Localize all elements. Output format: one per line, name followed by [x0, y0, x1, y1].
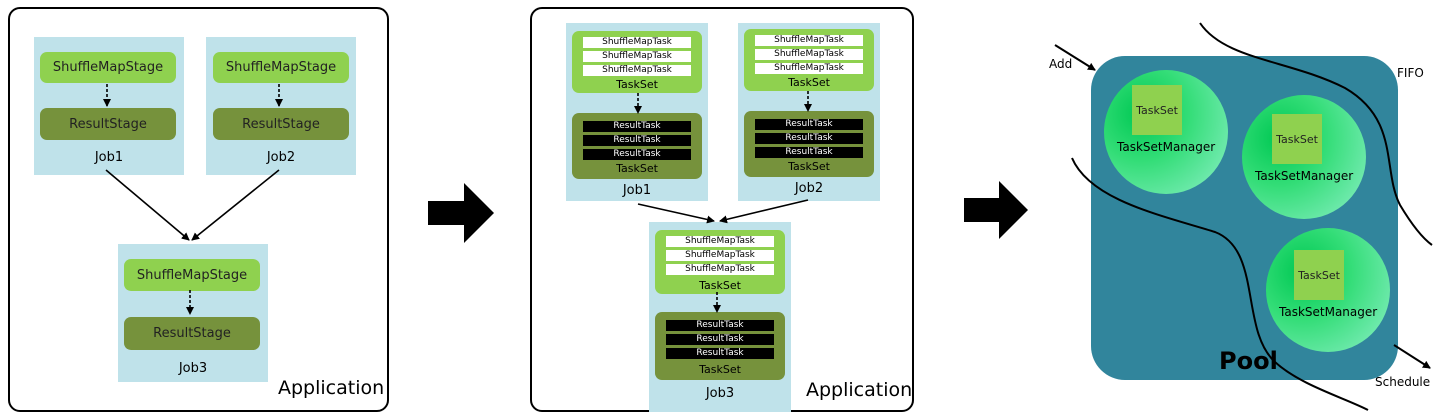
- job3-shuffle-map-stage: ShuffleMapStage: [124, 259, 260, 291]
- fifo-label: FIFO: [1397, 66, 1424, 80]
- application-panel-tasksets: ShuffleMapTask ShuffleMapTask ShuffleMap…: [530, 7, 914, 412]
- job2-result-taskset: ResultTask ResultTask ResultTask TaskSet: [744, 111, 874, 177]
- job2-shuffle-map-stage: ShuffleMapStage: [213, 52, 349, 83]
- job1-label: Job1: [622, 183, 652, 198]
- job1-result-stage: ResultStage: [40, 108, 176, 140]
- shuffle-map-task: ShuffleMapTask: [755, 35, 863, 46]
- job3-box: ShuffleMapTask ShuffleMapTask ShuffleMap…: [649, 222, 791, 412]
- job2-label: Job2: [266, 150, 296, 165]
- taskset-label: TaskSet: [616, 78, 658, 91]
- job2-label: Job2: [794, 181, 824, 196]
- taskset-box-1: TaskSet: [1132, 85, 1182, 135]
- taskset-label: TaskSet: [788, 76, 830, 89]
- pool-label: Pool: [1219, 347, 1278, 375]
- job2-box: ShuffleMapStage ResultStage Job2: [206, 37, 356, 175]
- right-arrow-icon: [428, 183, 494, 243]
- job2-box: ShuffleMapTask ShuffleMapTask ShuffleMap…: [738, 23, 880, 201]
- result-task: ResultTask: [755, 147, 863, 158]
- result-task: ResultTask: [666, 348, 774, 359]
- application-label: Application: [278, 377, 385, 399]
- taskset-manager-label-3: TaskSetManager: [1279, 305, 1378, 319]
- job1-shuffle-map-stage: ShuffleMapStage: [40, 52, 176, 83]
- panel1-connectors: [103, 84, 283, 315]
- job1-map-taskset: ShuffleMapTask ShuffleMapTask ShuffleMap…: [572, 31, 702, 93]
- job1-label: Job1: [94, 150, 124, 165]
- result-task: ResultTask: [755, 133, 863, 144]
- taskset-manager-label-2: TaskSetManager: [1255, 169, 1354, 183]
- job1-box: ShuffleMapStage ResultStage Job1: [34, 37, 184, 175]
- add-label: Add: [1049, 57, 1073, 71]
- result-task: ResultTask: [583, 121, 691, 132]
- result-task: ResultTask: [666, 320, 774, 331]
- taskset-label: TaskSet: [788, 160, 830, 173]
- job3-box: ShuffleMapStage ResultStage Job3: [118, 244, 268, 382]
- taskset-box-3: TaskSet: [1294, 250, 1344, 300]
- shuffle-map-task: ShuffleMapTask: [583, 65, 691, 76]
- shuffle-map-task: ShuffleMapTask: [583, 37, 691, 48]
- shuffle-map-task: ShuffleMapTask: [666, 264, 774, 275]
- taskset-label: TaskSet: [699, 363, 741, 376]
- taskset-manager-label-1: TaskSetManager: [1117, 140, 1216, 154]
- shuffle-map-task: ShuffleMapTask: [755, 49, 863, 60]
- job3-map-taskset: ShuffleMapTask ShuffleMapTask ShuffleMap…: [655, 230, 785, 294]
- result-task: ResultTask: [583, 135, 691, 146]
- pool-flow-lines: [1054, 22, 1433, 411]
- panel2-connectors: [634, 91, 812, 313]
- taskset-box-2: TaskSet: [1272, 114, 1322, 164]
- result-task: ResultTask: [583, 149, 691, 160]
- shuffle-map-task: ShuffleMapTask: [666, 236, 774, 247]
- shuffle-map-task: ShuffleMapTask: [583, 51, 691, 62]
- job1-result-taskset: ResultTask ResultTask ResultTask TaskSet: [572, 113, 702, 179]
- shuffle-map-task: ShuffleMapTask: [755, 63, 863, 74]
- job2-map-taskset: ShuffleMapTask ShuffleMapTask ShuffleMap…: [744, 29, 874, 91]
- result-task: ResultTask: [755, 119, 863, 130]
- job3-result-taskset: ResultTask ResultTask ResultTask TaskSet: [655, 312, 785, 380]
- result-task: ResultTask: [666, 334, 774, 345]
- job3-result-stage: ResultStage: [124, 317, 260, 350]
- application-panel-stages: ShuffleMapStage ResultStage Job1 Shuffle…: [8, 7, 389, 412]
- application-label: Application: [806, 379, 913, 401]
- job3-label: Job3: [178, 361, 208, 376]
- job2-result-stage: ResultStage: [213, 108, 349, 140]
- job3-label: Job3: [705, 386, 735, 401]
- taskset-label: TaskSet: [616, 162, 658, 175]
- taskset-label: TaskSet: [699, 279, 741, 292]
- schedule-label: Schedule: [1375, 375, 1431, 389]
- right-arrow-icon: [964, 181, 1028, 239]
- shuffle-map-task: ShuffleMapTask: [666, 250, 774, 261]
